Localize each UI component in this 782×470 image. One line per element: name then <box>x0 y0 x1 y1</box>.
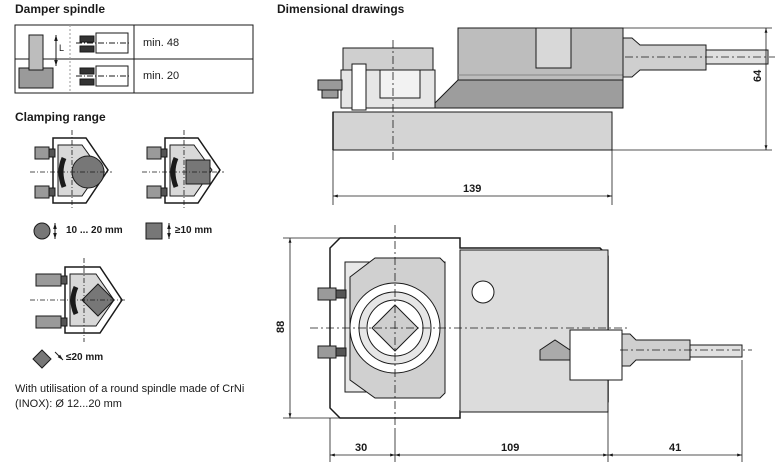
spindle-row1-value: min. 48 <box>143 37 180 49</box>
clamping-range-heading: Clamping range <box>15 110 106 124</box>
round-range-label: 10 ... 20 mm <box>66 225 123 236</box>
spindle-row2-value: min. 20 <box>143 70 180 82</box>
left-dimension: 30 <box>355 442 368 454</box>
diamond-range-label: ≤20 mm <box>66 352 104 363</box>
width-dimension: 88 <box>275 320 287 333</box>
square-range-label: ≥10 mm <box>175 225 213 236</box>
round-size-icon <box>33 222 57 240</box>
actuator-top-view <box>310 225 752 428</box>
square-size-icon <box>145 222 171 240</box>
side-view-dimensions <box>332 27 772 205</box>
dimensional-drawings-heading: Dimensional drawings <box>277 2 405 16</box>
spindle-side-label: L <box>59 43 65 53</box>
middle-dimension: 109 <box>501 442 520 454</box>
spindle-row2-icon <box>76 65 130 87</box>
right-dimension: 41 <box>669 442 682 454</box>
clamp-diamond-icon <box>30 258 126 342</box>
actuator-side-view <box>317 27 775 160</box>
height-dimension: 64 <box>752 69 764 82</box>
diamond-size-icon <box>32 349 64 369</box>
clamp-square-icon <box>142 130 224 210</box>
clamp-round-icon <box>30 130 112 210</box>
damper-spindle-heading: Damper spindle <box>15 2 106 16</box>
spindle-row1-icon <box>76 32 130 54</box>
clamping-note-line2: (INOX): Ø 12...20 mm <box>15 398 122 410</box>
length-dimension: 139 <box>463 183 482 195</box>
spindle-sketch <box>18 34 58 89</box>
clamping-note-line1: With utilisation of a round spindle made… <box>15 383 245 395</box>
top-view-dimensions <box>283 237 743 462</box>
